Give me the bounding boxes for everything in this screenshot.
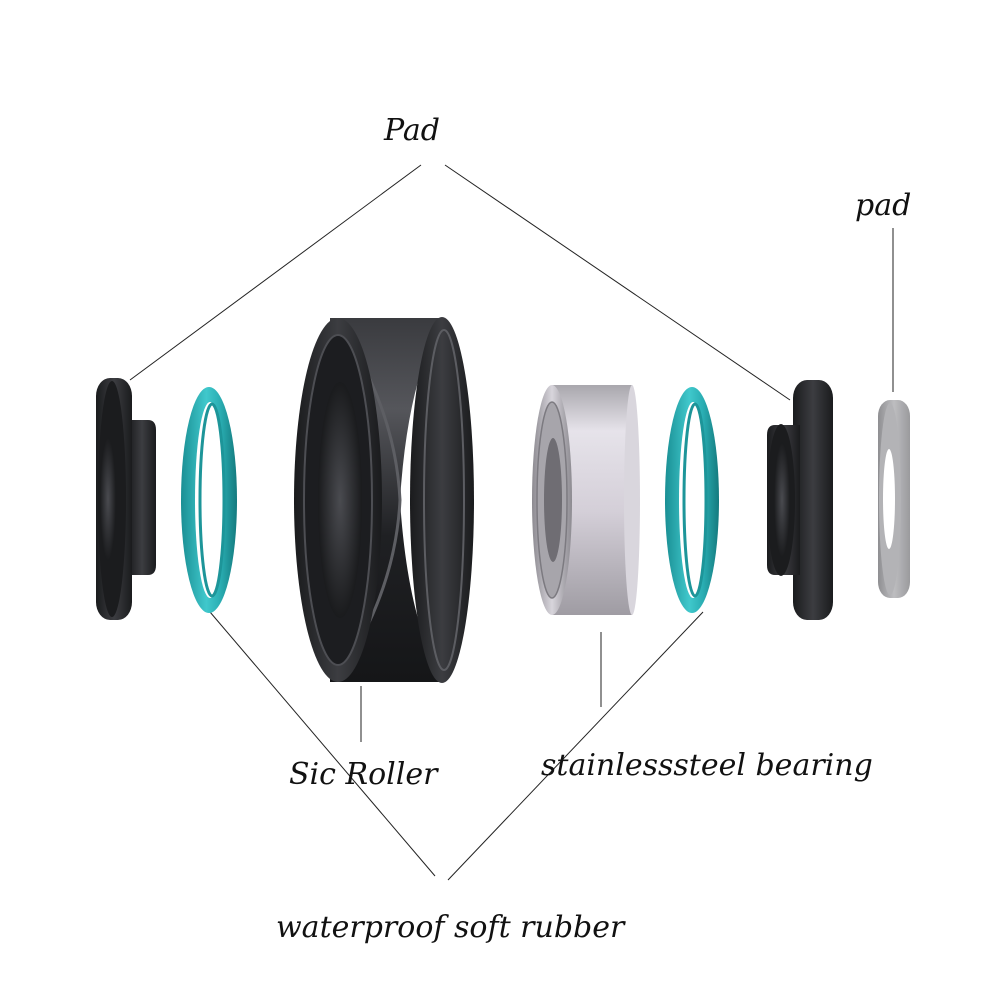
label-rubber: waterproof soft rubber <box>276 910 626 945</box>
rubber-ring-left <box>181 387 237 613</box>
rubber-ring-right <box>665 387 719 613</box>
bearing-right-edge <box>624 385 640 615</box>
pad-right-hole <box>774 442 790 558</box>
labels: Pad pad Sic Roller stainlesssteel bearin… <box>276 113 911 945</box>
sic-roller <box>294 317 474 683</box>
sic-roller-bore <box>318 382 362 618</box>
label-pad-right: pad <box>855 188 911 223</box>
label-bearing: stainlesssteel bearing <box>541 748 873 783</box>
pad-right-flange <box>793 380 833 620</box>
label-sic-roller: Sic Roller <box>289 757 439 792</box>
pad-left-hub <box>128 420 156 575</box>
rubber-ring-left-inner-shade <box>198 402 226 598</box>
leader-rubber-right <box>447 611 704 881</box>
pad-right-flanged <box>767 380 833 620</box>
pad-left <box>96 378 156 620</box>
leader-lines <box>129 164 894 881</box>
bearing-bore <box>544 438 562 562</box>
sic-roller-rim-highlight <box>423 329 465 671</box>
bearing <box>532 385 640 615</box>
sic-roller-groove <box>350 344 402 656</box>
leader-pad-top-to-right-pad <box>444 164 791 401</box>
leader-pad-top-to-left-pad <box>129 164 422 381</box>
sic-roller-rim <box>410 317 474 683</box>
pad-left-hole <box>100 437 116 561</box>
leader-rubber-left <box>209 611 436 877</box>
pad-thin-washer <box>878 400 910 598</box>
label-pad-top: Pad <box>383 113 440 148</box>
rubber-ring-right-inner-shade <box>682 402 708 598</box>
pad-thin-washer-hole <box>883 449 895 549</box>
